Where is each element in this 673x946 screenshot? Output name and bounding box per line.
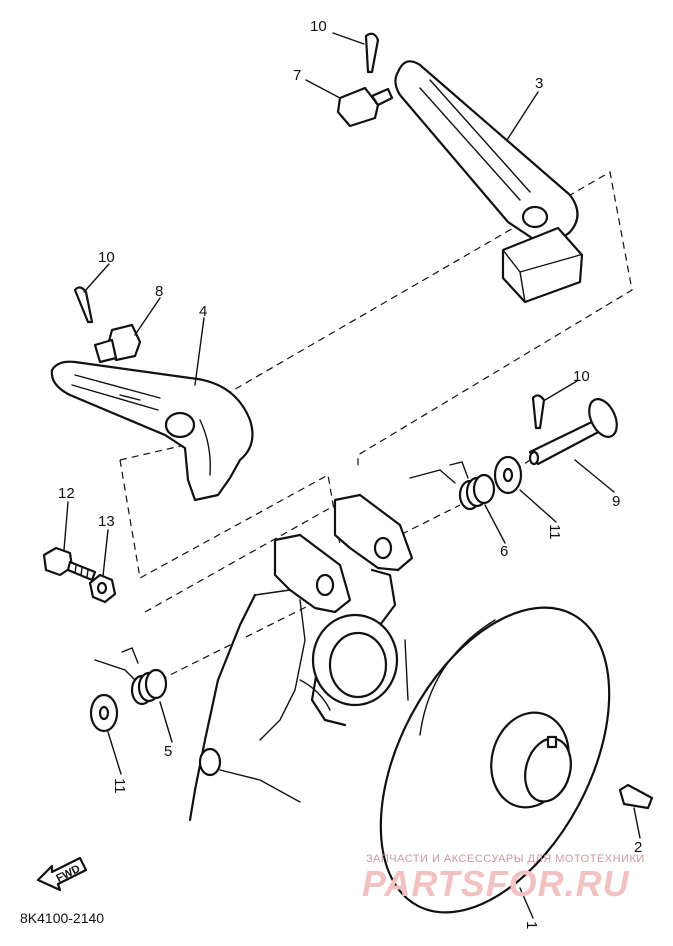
leader-lines: [63, 32, 641, 919]
callout-7: 7: [293, 67, 301, 84]
part-2-key: [618, 783, 654, 810]
part-12-bolt: [42, 546, 97, 582]
part-11-washer-right: [493, 455, 523, 495]
callout-5: 5: [164, 743, 172, 760]
callout-11-right: 11: [546, 524, 563, 540]
callout-10-right: 10: [573, 368, 590, 385]
watermark-brand: PARTSFOR.RU: [362, 863, 630, 904]
part-9-shaft: [528, 398, 618, 466]
diagram-code: 8K4100-2140: [20, 910, 104, 926]
callout-10-top: 10: [310, 18, 327, 35]
part-5-spring: [94, 647, 168, 706]
forward-arrow-icon: FWD: [36, 856, 88, 892]
callouts: 10 7 3 10 8 4 10 9 12 13 11 6 5 11 2 1: [58, 18, 642, 929]
callout-9: 9: [612, 493, 620, 510]
part-11-washer-left: [89, 693, 119, 733]
part-7-pin: [336, 86, 394, 128]
part-4-brake-arm: [50, 360, 254, 502]
callout-6: 6: [500, 543, 508, 560]
bracket-housing: [188, 493, 414, 822]
part-3-brake-arm: [394, 60, 584, 304]
callout-12: 12: [58, 485, 75, 502]
part-10-cotter-pin-top: [364, 32, 380, 74]
callout-1: 1: [523, 921, 540, 929]
callout-11-left: 11: [111, 778, 128, 794]
callout-3: 3: [535, 75, 543, 92]
part-10-cotter-pin-left: [73, 286, 94, 324]
callout-13: 13: [98, 513, 115, 530]
watermark: ЗАПЧАСТИ И АКСЕССУАРЫ ДЛЯ МОТОТЕХНИКИ PA…: [362, 853, 645, 904]
part-1-brake-disc: [379, 606, 611, 914]
part-10-cotter-pin-right: [531, 394, 546, 430]
part-13-nut: [88, 573, 117, 604]
callout-8: 8: [155, 283, 163, 300]
forward-label: FWD: [54, 863, 82, 885]
watermark-caption: ЗАПЧАСТИ И АКСЕССУАРЫ ДЛЯ МОТОТЕХНИКИ: [366, 853, 645, 865]
callout-10-left: 10: [98, 249, 115, 266]
callout-4: 4: [199, 303, 207, 320]
part-8-pin: [93, 323, 142, 364]
callout-2: 2: [634, 839, 642, 856]
part-6-spring: [409, 461, 496, 511]
